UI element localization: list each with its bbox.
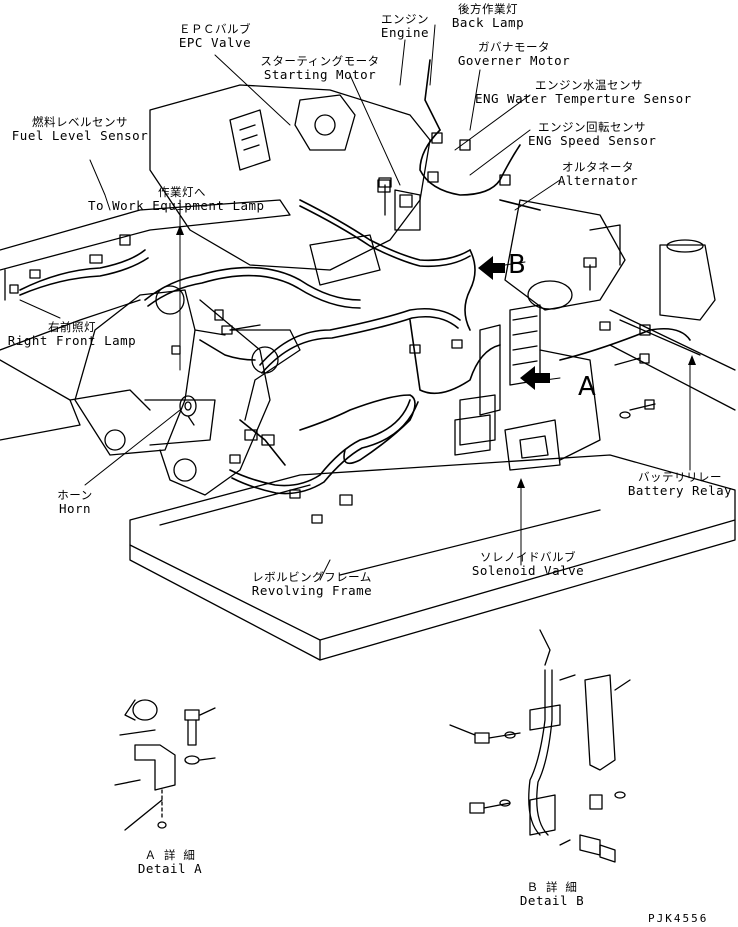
label-en: EPC Valve xyxy=(178,35,252,50)
label-en: Battery Relay xyxy=(627,483,733,498)
label-en: Alternator xyxy=(557,173,639,188)
marker-b: B xyxy=(508,250,526,280)
label-jp: ガバナモータ xyxy=(477,40,550,54)
engine-block xyxy=(149,84,431,286)
label-en: Fuel Level Sensor xyxy=(11,128,149,143)
label-jp: Ｂ 詳 細 xyxy=(526,880,578,894)
label-back-lamp: 後方作業灯 Back Lamp xyxy=(452,2,524,30)
label-en: Detail A xyxy=(137,861,203,876)
label-en: Governer Motor xyxy=(457,53,571,68)
label-right-front-lamp: 右前照灯 Right Front Lamp xyxy=(8,320,136,348)
label-jp: Ａ 詳 細 xyxy=(144,848,196,862)
boom-brackets xyxy=(74,285,301,496)
label-detail-b: Ｂ 詳 細 Detail B xyxy=(520,880,584,908)
label-governor-motor: ガバナモータ Governer Motor xyxy=(458,40,570,68)
label-jp: 右前照灯 xyxy=(47,320,96,334)
wiring-harness xyxy=(19,59,691,495)
label-solenoid-valve: ソレノイドバルブ Solenoid Valve xyxy=(472,550,584,578)
label-eng-speed-sensor: エンジン回転センサ ENG Speed Sensor xyxy=(528,120,656,148)
label-jp: エンジン回転センサ xyxy=(538,120,646,134)
label-en: Revolving Frame xyxy=(251,583,373,598)
label-eng-water-temp-sensor: エンジン水温センサ ENG Water Temperture Sensor xyxy=(475,78,692,106)
label-battery-relay: バッテリリレー Battery Relay xyxy=(628,470,732,498)
revolving-frame-plate xyxy=(129,454,736,661)
label-jp: エンジン水温センサ xyxy=(535,78,643,92)
label-jp: エンジン xyxy=(381,12,429,26)
label-en: Right Front Lamp xyxy=(7,333,137,348)
label-work-equipment-lamp: 作業灯へ To Work Equipment Lamp xyxy=(88,185,265,213)
label-jp: ホーン xyxy=(57,488,93,502)
label-engine: エンジン Engine xyxy=(381,12,429,40)
label-en: Solenoid Valve xyxy=(471,563,585,578)
label-starting-motor: スターティングモータ Starting Motor xyxy=(260,54,379,82)
label-en: ENG Water Temperture Sensor xyxy=(475,91,692,106)
label-fuel-level-sensor: 燃料レベルセンサ Fuel Level Sensor xyxy=(12,115,148,143)
drawing-code: PJK4556 xyxy=(648,912,709,925)
label-epc-valve: ＥＰＣバルブ EPC Valve xyxy=(179,22,251,50)
label-jp: ソレノイドバルブ xyxy=(479,550,576,564)
marker-a: A xyxy=(578,372,596,402)
label-jp: 後方作業灯 xyxy=(457,2,518,16)
label-en: To Work Equipment Lamp xyxy=(88,198,265,213)
label-en: ENG Speed Sensor xyxy=(528,133,657,148)
alternator-area xyxy=(504,199,736,411)
label-en: Back Lamp xyxy=(451,15,525,30)
label-jp: 作業灯へ xyxy=(158,185,206,199)
label-detail-a: Ａ 詳 細 Detail A xyxy=(138,848,202,876)
label-en: Horn xyxy=(58,501,92,516)
label-jp: ＥＰＣバルブ xyxy=(178,22,251,36)
label-en: Engine xyxy=(380,25,430,40)
solenoid-area xyxy=(454,304,601,471)
label-horn: ホーン Horn xyxy=(57,488,92,516)
label-jp: スターティングモータ xyxy=(260,54,380,68)
label-jp: オルタネータ xyxy=(561,160,634,174)
horn-shape xyxy=(179,395,197,426)
leader-lines xyxy=(19,24,691,581)
label-jp: バッテリリレー xyxy=(638,470,722,484)
bolts xyxy=(221,177,656,419)
label-jp: レボルビングフレーム xyxy=(252,570,372,584)
label-alternator: オルタネータ Alternator xyxy=(558,160,638,188)
label-jp: 燃料レベルセンサ xyxy=(32,115,128,129)
left-frame-rails xyxy=(0,199,291,441)
pointer-arrows xyxy=(176,225,696,488)
detail-b-drawing xyxy=(449,629,631,863)
label-en: Starting Motor xyxy=(263,67,377,82)
connectors xyxy=(9,132,651,524)
detail-a-drawing xyxy=(114,699,216,831)
label-revolving-frame: レボルビングフレーム Revolving Frame xyxy=(252,570,372,598)
label-en: Detail B xyxy=(519,893,585,908)
